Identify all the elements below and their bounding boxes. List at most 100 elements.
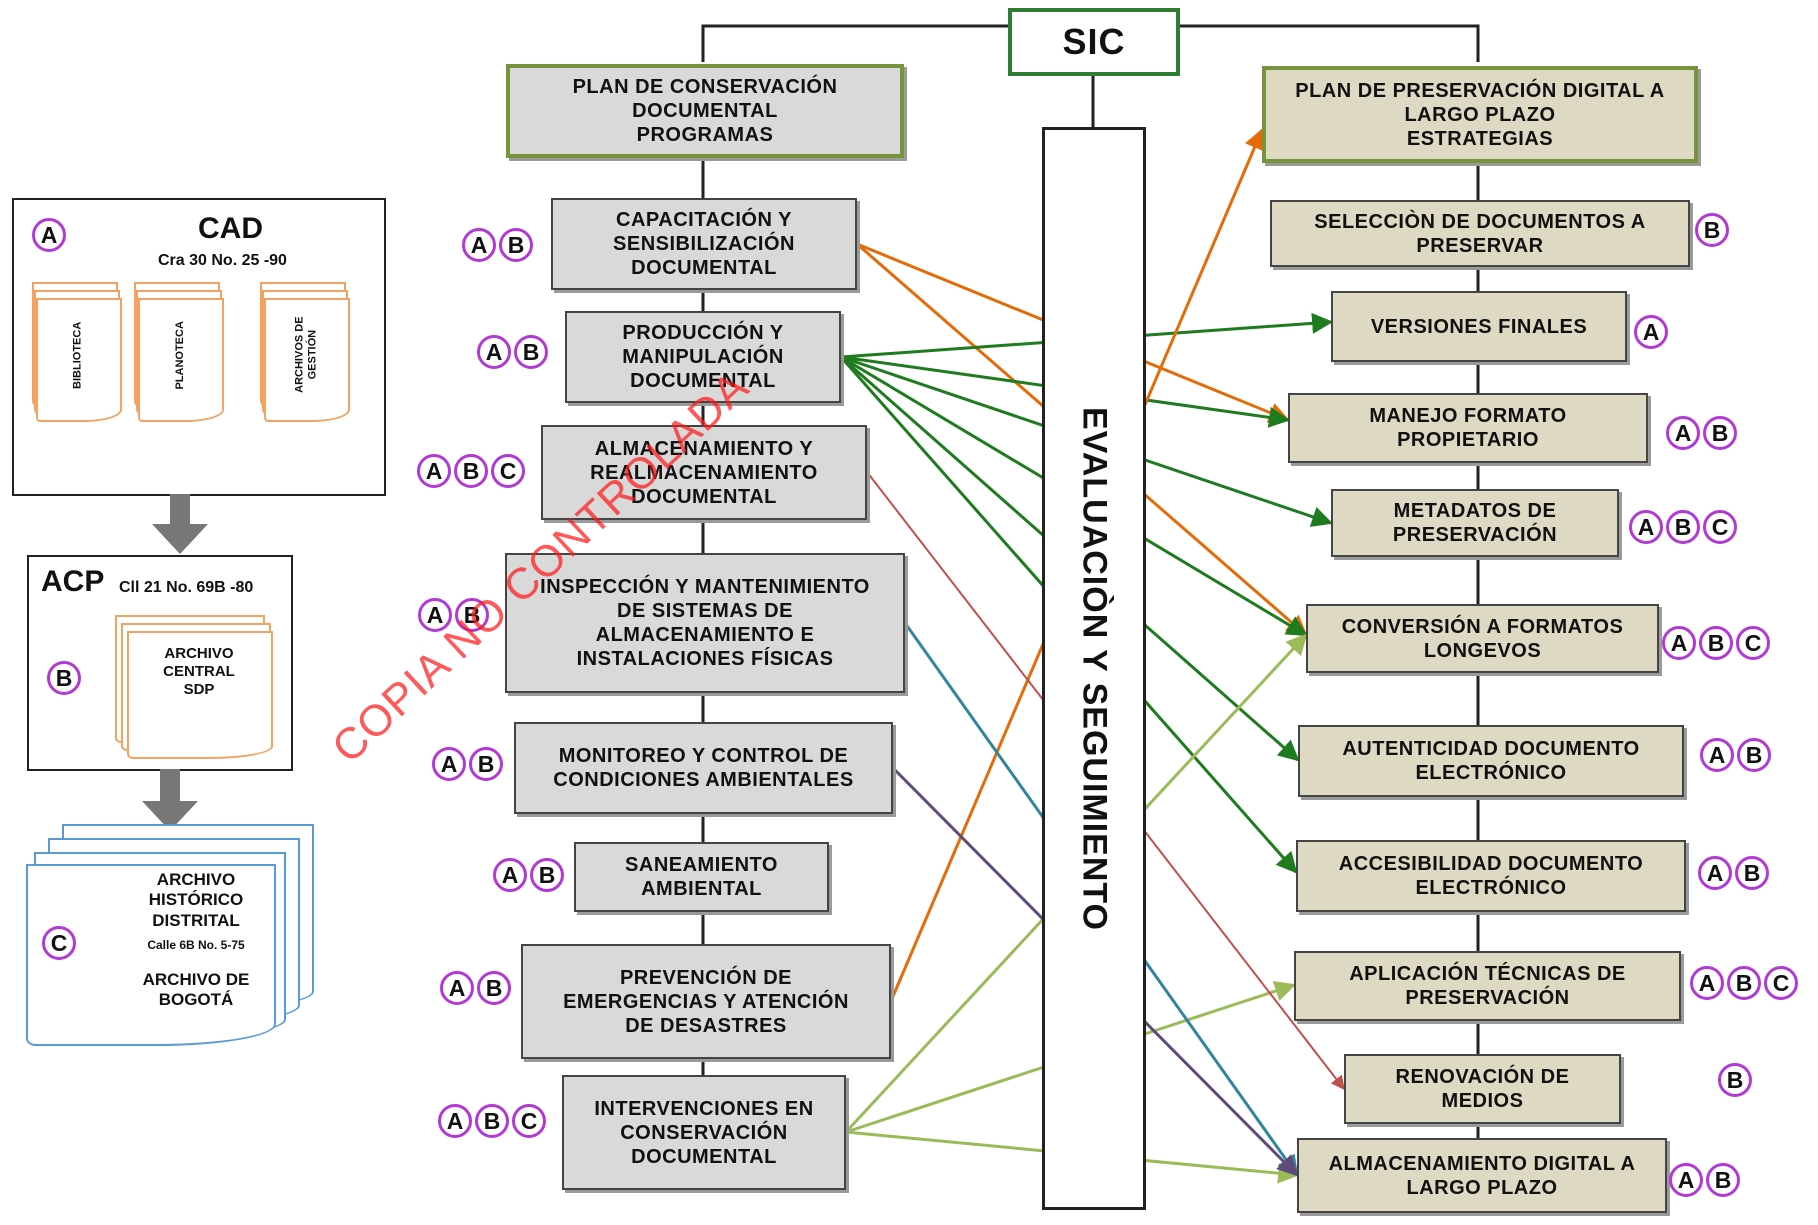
badge-b: B [469, 747, 503, 781]
badges-monitoreo: A B [432, 747, 503, 781]
badge-a: A [1666, 416, 1700, 450]
strategy-autenticidad: AUTENTICIDAD DOCUMENTO ELECTRÓNICO [1298, 725, 1684, 797]
sic-box: SIC [1008, 8, 1180, 76]
badge-b: B [499, 228, 533, 262]
program-capacitacion: CAPACITACIÓN Y SENSIBILIZACIÓN DOCUMENTA… [551, 198, 857, 290]
program-almacenamiento: ALMACENAMIENTO Y REALMACENAMIENTO DOCUME… [541, 425, 867, 520]
strategy-conversion: CONVERSIÓN A FORMATOS LONGEVOS [1306, 604, 1659, 673]
badge-b: B [1699, 626, 1733, 660]
badges-formato: A B [1666, 416, 1737, 450]
strategy-metadatos: METADATOS DE PRESERVACIÓN [1331, 489, 1619, 557]
arrow-acp-to-historico [142, 769, 198, 831]
program-label: SANEAMIENTO AMBIENTAL [625, 854, 778, 900]
badge-a: A [440, 971, 474, 1005]
strategy-label: CONVERSIÓN A FORMATOS LONGEVOS [1341, 615, 1624, 662]
planoteca-document: PLANOTECA [134, 282, 224, 422]
badges-intervenciones: A B C [438, 1104, 546, 1138]
program-label: ALMACENAMIENTO Y REALMACENAMIENTO DOCUME… [590, 437, 818, 508]
historico-subtitle: ARCHIVO DE BOGOTÁ [142, 970, 250, 1010]
badge-a: A [1634, 315, 1668, 349]
program-label: MONITOREO Y CONTROL DE CONDICIONES AMBIE… [553, 745, 854, 791]
cad-name: CAD [198, 212, 263, 245]
badge-a: A [1662, 626, 1696, 660]
badge-c: C [1764, 966, 1798, 1000]
badge-b: B [1695, 213, 1729, 247]
badge-c: C [491, 454, 525, 488]
program-saneamiento: SANEAMIENTO AMBIENTAL [574, 842, 829, 912]
strategy-label: RENOVACIÓN DE MEDIOS [1395, 1066, 1570, 1112]
badge-c: C [1703, 510, 1737, 544]
sic-label: SIC [1062, 21, 1126, 63]
archivo-historico-document: C ARCHIVO HISTÓRICO DISTRITAL Calle 6B N… [26, 824, 316, 1048]
badge-b: B [1737, 738, 1771, 772]
program-produccion: PRODUCCIÓN Y MANIPULACIÓN DOCUMENTAL [565, 311, 841, 403]
badge-a: A [432, 747, 466, 781]
strategy-label: ACCESIBILIDAD DOCUMENTO ELECTRÓNICO [1338, 853, 1644, 899]
badge-b: B [1718, 1063, 1752, 1097]
badge-a: A [417, 454, 451, 488]
program-intervenciones: INTERVENCIONES EN CONSERVACIÓN DOCUMENTA… [562, 1075, 846, 1190]
cad-address: Cra 30 No. 25 -90 [158, 252, 287, 269]
badges-versiones: A [1634, 315, 1668, 349]
badge-a: A [1629, 510, 1663, 544]
sic-right-connector [1180, 24, 1480, 62]
badge-c: C [512, 1104, 546, 1138]
strategy-label: VERSIONES FINALES [1370, 315, 1588, 338]
strategy-formato-propietario: MANEJO FORMATO PROPIETARIO [1288, 393, 1648, 463]
biblioteca-label: BIBLIOTECA [71, 321, 84, 389]
badge-c: C [1736, 626, 1770, 660]
badges-capacitacion: A B [462, 228, 533, 262]
badge-b: B [514, 335, 548, 369]
strategy-almacenamiento-digital: ALMACENAMIENTO DIGITAL A LARGO PLAZO [1297, 1138, 1667, 1213]
archivos-gestion-label: ARCHIVOS DE GESTIÓN [293, 316, 318, 394]
badges-metadatos: A B C [1629, 510, 1737, 544]
program-label: INTERVENCIONES EN CONSERVACIÓN DOCUMENTA… [594, 1097, 814, 1168]
strategy-label: MANEJO FORMATO PROPIETARIO [1369, 405, 1567, 451]
strategy-label: ALMACENAMIENTO DIGITAL A LARGO PLAZO [1328, 1152, 1636, 1199]
acp-address: Cll 21 No. 69B -80 [119, 579, 254, 596]
digital-preservation-title: PLAN DE PRESERVACIÓN DIGITAL A LARGO PLA… [1295, 79, 1665, 150]
badge-a: A [438, 1104, 472, 1138]
program-prevencion: PREVENCIÓN DE EMERGENCIAS Y ATENCIÓN DE … [521, 944, 891, 1059]
badge-c: C [42, 926, 76, 960]
acp-location: ACP Cll 21 No. 69B -80 B ARCHIVO CENTRAL… [27, 555, 293, 771]
archivos-gestion-document: ARCHIVOS DE GESTIÓN [260, 282, 350, 422]
evaluation-column: EVALUACIÒN Y SEGUIMIENTO [1042, 127, 1146, 1210]
badge-a: A [1690, 966, 1724, 1000]
biblioteca-document: BIBLIOTECA [32, 282, 122, 422]
digital-preservation-header: PLAN DE PRESERVACIÓN DIGITAL A LARGO PLA… [1262, 66, 1698, 163]
acp-name: ACP [41, 565, 105, 598]
program-label: CAPACITACIÓN Y SENSIBILIZACIÓN DOCUMENTA… [613, 209, 795, 279]
strategy-seleccion: SELECCIÒN DE DOCUMENTOS A PRESERVAR [1270, 200, 1690, 267]
program-label: PREVENCIÓN DE EMERGENCIAS Y ATENCIÓN DE … [563, 966, 849, 1037]
badge-a: A [477, 335, 511, 369]
arrow-cad-to-acp [152, 494, 208, 554]
archivo-central-label: ARCHIVO CENTRAL SDP [163, 645, 235, 698]
badges-autenticidad: A B [1700, 738, 1771, 772]
strategy-label: APLICACIÓN TÉCNICAS DE PRESERVACIÓN [1349, 963, 1626, 1009]
badge-b: B [1703, 416, 1737, 450]
badge-a: A [1669, 1163, 1703, 1197]
badges-inspeccion: A B [418, 598, 489, 632]
badges-conversion: A B C [1662, 626, 1770, 660]
strategy-label: AUTENTICIDAD DOCUMENTO ELECTRÓNICO [1342, 738, 1640, 784]
badges-produccion: A B [477, 335, 548, 369]
cad-location: A CAD Cra 30 No. 25 -90 BIBLIOTECA PLANO… [12, 198, 386, 496]
badge-b: B [1666, 510, 1700, 544]
badges-almacenamiento: A B C [417, 454, 525, 488]
sic-left-connector [701, 24, 1010, 62]
badges-prevencion: A B [440, 971, 511, 1005]
badge-b: B [530, 858, 564, 892]
badge-a: A [1700, 738, 1734, 772]
conservation-plan-title: PLAN DE CONSERVACIÓN DOCUMENTAL PROGRAMA… [572, 76, 838, 146]
badge-b: B [1727, 966, 1761, 1000]
badges-tecnicas: A B C [1690, 966, 1798, 1000]
badge-a: A [462, 228, 496, 262]
archivo-central-document: ARCHIVO CENTRAL SDP [115, 615, 275, 765]
strategy-accesibilidad: ACCESIBILIDAD DOCUMENTO ELECTRÓNICO [1296, 840, 1686, 912]
conservation-plan-header: PLAN DE CONSERVACIÓN DOCUMENTAL PROGRAMA… [506, 64, 904, 158]
evaluation-label: EVALUACIÒN Y SEGUIMIENTO [1075, 406, 1114, 931]
badge-b: B [454, 454, 488, 488]
badge-b: B [1706, 1163, 1740, 1197]
